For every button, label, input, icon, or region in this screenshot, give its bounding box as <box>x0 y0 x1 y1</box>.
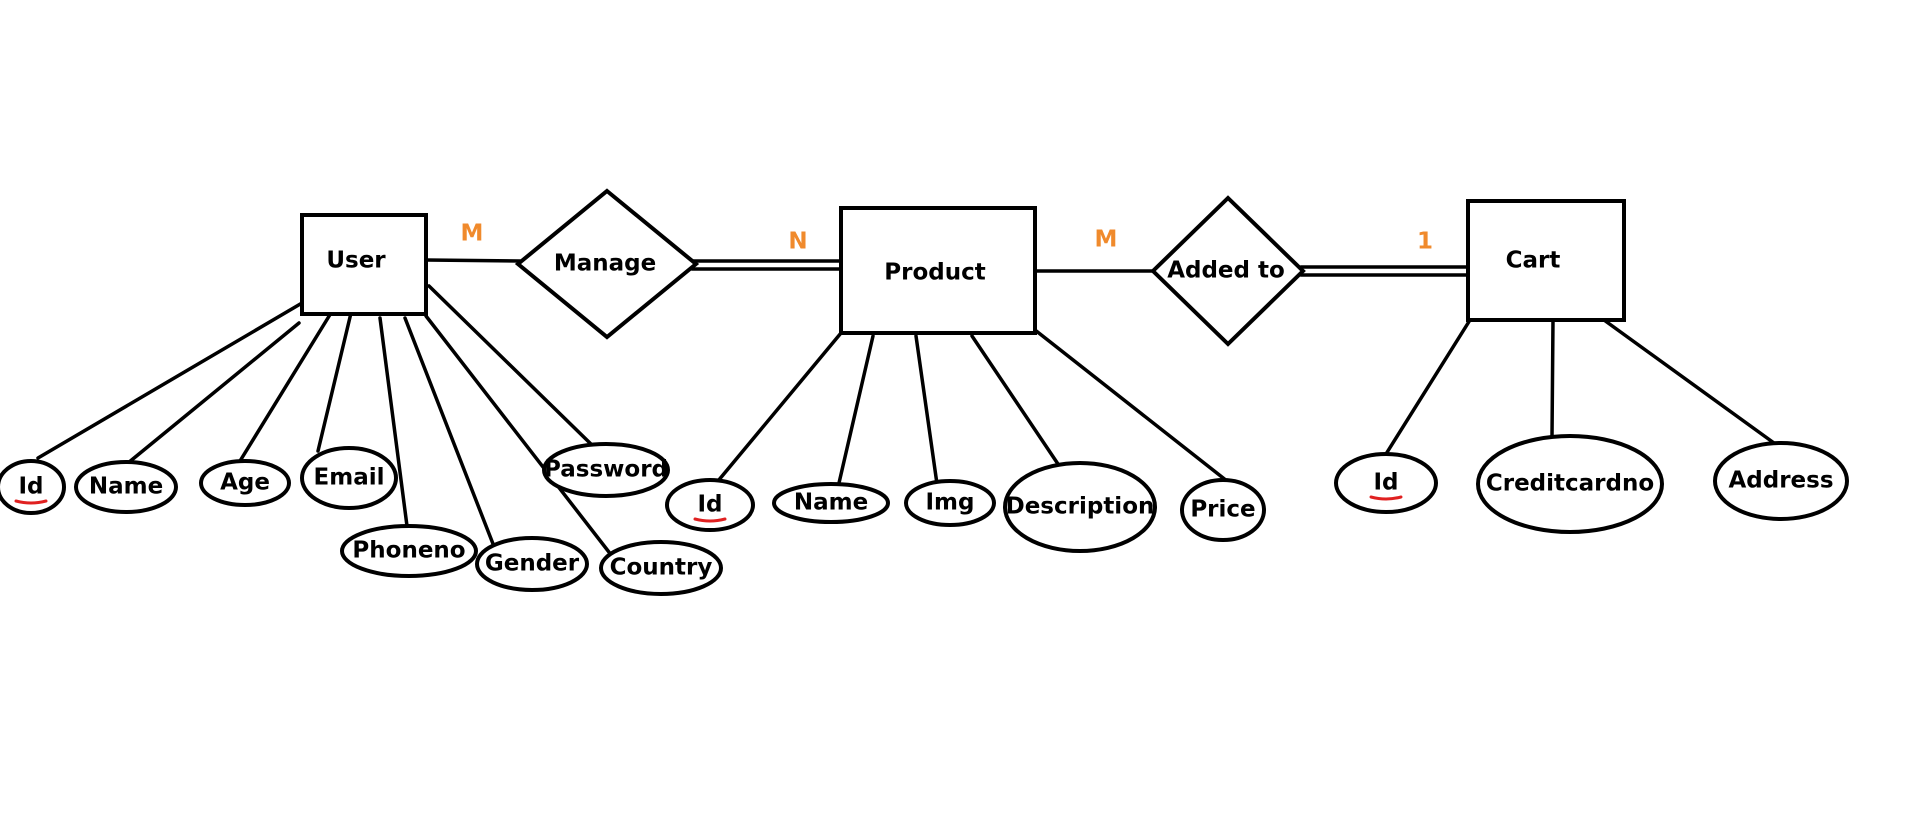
attribute-user-password <box>542 442 670 498</box>
user-name-link <box>126 321 301 465</box>
product-price-link <box>1033 328 1229 483</box>
attribute-user-age <box>199 459 291 507</box>
product-img-link <box>914 334 939 486</box>
entity-product <box>839 206 1037 335</box>
attribute-user-email-label: Email <box>314 465 385 491</box>
attribute-product-description-label: Description <box>1006 494 1155 520</box>
attribute-cart-id <box>1334 452 1438 514</box>
product-name-link <box>837 334 875 485</box>
user-gender-link <box>403 316 497 551</box>
attribute-product-price-label: Price <box>1190 497 1255 523</box>
user-age-link <box>238 311 333 463</box>
entity-cart-label: Cart <box>1506 248 1561 274</box>
cardinality-product-added: M <box>1095 227 1118 253</box>
attribute-cart-creditcardno <box>1476 434 1664 534</box>
user-phoneno-link <box>378 316 409 528</box>
attribute-product-img <box>904 479 996 527</box>
primary-key-underline <box>1369 495 1403 501</box>
relationship-added_to-label: Added to <box>1167 258 1285 284</box>
attribute-product-id-label: Id <box>697 492 722 518</box>
cart-address-link <box>1602 318 1776 445</box>
attribute-product-price <box>1180 478 1266 542</box>
cart-id-link <box>1384 318 1472 456</box>
entity-user-label: User <box>326 248 386 274</box>
primary-key-underline <box>14 499 48 505</box>
cardinality-user-manage: M <box>461 221 484 247</box>
attribute-cart-creditcardno-label: Creditcardno <box>1486 471 1654 497</box>
attribute-user-phoneno-label: Phoneno <box>352 538 465 564</box>
relationship-added_to <box>1150 195 1306 347</box>
user-manage-link <box>424 258 522 263</box>
attribute-product-name <box>772 482 890 524</box>
entity-cart <box>1466 199 1626 322</box>
attribute-cart-id-label: Id <box>1373 470 1398 496</box>
cardinality-manage-product: N <box>788 229 807 255</box>
attribute-user-phoneno <box>340 524 478 578</box>
entity-product-label: Product <box>884 260 985 286</box>
attribute-product-description <box>1003 461 1157 553</box>
cardinality-added-cart: 1 <box>1417 229 1433 255</box>
attribute-user-name-label: Name <box>89 474 163 500</box>
user-id-link <box>36 301 304 460</box>
attribute-product-id <box>665 478 755 532</box>
relationship-manage-label: Manage <box>554 251 656 277</box>
attribute-user-age-label: Age <box>220 470 270 496</box>
attribute-user-gender <box>475 536 589 592</box>
attribute-product-img-label: Img <box>926 490 975 516</box>
product-description-link <box>970 334 1062 469</box>
attribute-user-country-label: Country <box>610 555 713 581</box>
attribute-user-password-label: Password <box>544 457 668 483</box>
cart-creditcardno-link <box>1550 318 1555 439</box>
primary-key-underline <box>693 517 727 523</box>
attribute-user-gender-label: Gender <box>485 551 580 577</box>
attribute-user-name <box>74 460 178 514</box>
user-password-link <box>427 284 595 448</box>
user-email-link <box>316 311 353 453</box>
attribute-user-id-label: Id <box>18 474 43 500</box>
relationship-manage <box>514 188 700 340</box>
attribute-cart-address <box>1713 441 1849 521</box>
product-id-link <box>716 331 843 483</box>
attribute-user-email <box>300 446 398 510</box>
user-country-link <box>424 314 614 558</box>
attribute-product-name-label: Name <box>794 490 868 516</box>
entity-user <box>300 213 428 316</box>
attribute-cart-address-label: Address <box>1728 468 1833 494</box>
attribute-user-country <box>599 540 723 596</box>
